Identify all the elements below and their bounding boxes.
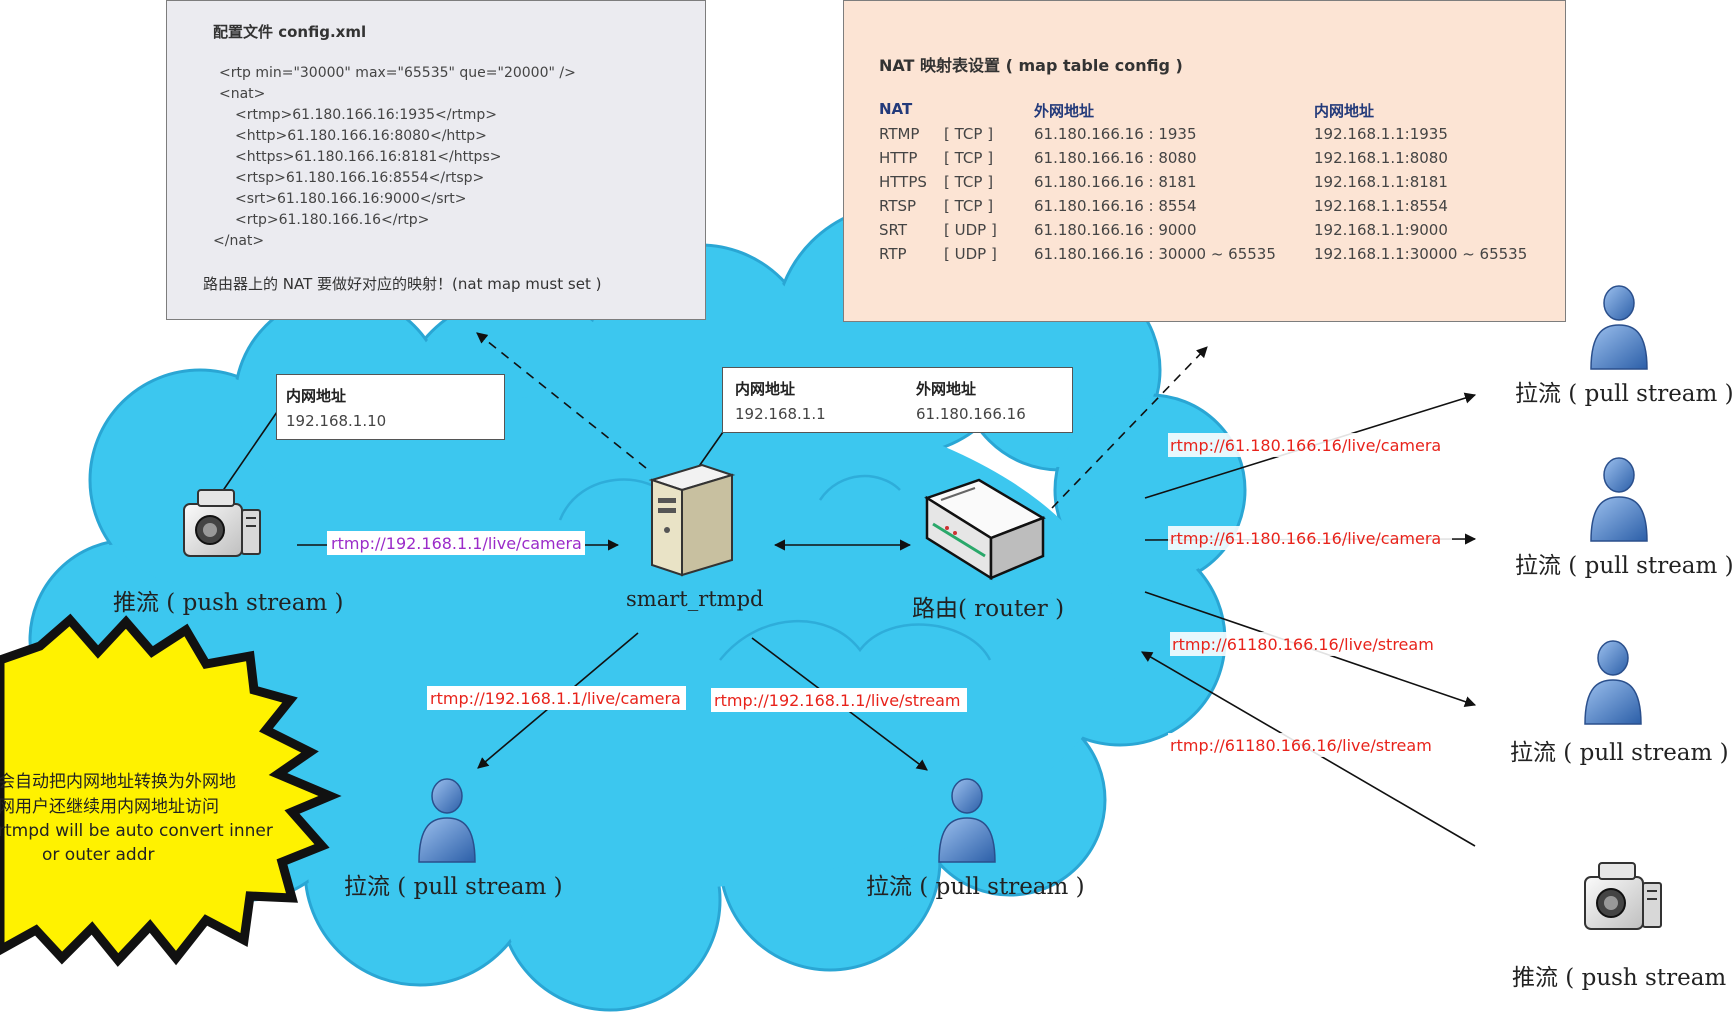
nat-proto: SRT [879,221,908,239]
person-icon [1590,457,1648,542]
nat-proto: HTTP [879,149,918,167]
nat-transport: [ UDP ] [944,245,997,263]
link-label-remote-4: rtmp://61180.166.16/live/stream [1170,736,1432,755]
node-label-pull-remote-1: 拉流 ( pull stream ) [1515,381,1734,407]
nat-external: 61.180.166.16 : 8080 [1034,149,1197,167]
burst-line-3: rtmpd will be auto convert inner [0,821,273,841]
nat-proto: HTTPS [879,173,927,191]
nat-internal: 192.168.1.1:9000 [1314,221,1448,239]
link-label-remote-1: rtmp://61.180.166.16/live/camera [1170,436,1441,455]
nat-internal: 192.168.1.1:1935 [1314,125,1448,143]
config-note: 路由器上的 NAT 要做好对应的映射！(nat map must set ) [203,275,602,293]
config-line: <srt>61.180.166.16:9000</srt> [235,191,467,207]
config-title: 配置文件 config.xml [213,23,367,41]
nat-table-panel: NAT 映射表设置 ( map table config ) NAT 外网地址 … [843,0,1566,322]
node-label-pull-local-1: 拉流 ( pull stream ) [344,874,563,900]
config-line: </nat> [213,233,265,249]
nat-internal: 192.168.1.1:30000 ~ 65535 [1314,245,1528,263]
nat-transport: [ TCP ] [944,125,994,143]
server-icon [648,463,736,577]
nat-proto: RTMP [879,125,920,143]
nat-external: 61.180.166.16 : 30000 ~ 65535 [1034,245,1276,263]
nat-transport: [ UDP ] [944,221,997,239]
camera-address-value: 192.168.1.10 [286,412,387,430]
person-icon [1590,285,1648,370]
nat-transport: [ TCP ] [944,197,994,215]
burst-line-4: or outer addr [42,845,154,865]
node-label-server: smart_rtmpd [626,587,763,611]
person-icon [1584,640,1642,725]
nat-header-nat: NAT [879,100,913,118]
nat-proto: RTP [879,245,907,263]
nat-external: 61.180.166.16 : 8181 [1034,173,1197,191]
nat-external: 61.180.166.16 : 9000 [1034,221,1197,239]
nat-internal: 192.168.1.1:8554 [1314,197,1448,215]
link-label-remote-2: rtmp://61.180.166.16/live/camera [1170,529,1441,548]
node-label-pull-remote-2: 拉流 ( pull stream ) [1515,553,1734,579]
burst-note: 会自动把内网地址转换为外网地 网用户还继续用内网地址访问 rtmpd will … [0,772,273,865]
nat-table-title: NAT 映射表设置 ( map table config ) [879,56,1183,75]
node-label-router: 路由( router ) [912,596,1064,622]
config-line: <rtmp>61.180.166.16:1935</rtmp> [235,107,497,123]
link-label-camera-to-server: rtmp://192.168.1.1/live/camera [331,534,582,553]
nat-internal: 192.168.1.1:8181 [1314,173,1448,191]
nat-transport: [ TCP ] [944,173,994,191]
config-line: <http>61.180.166.16:8080</http> [235,128,487,144]
link-label-server-pull-stream: rtmp://192.168.1.1/live/stream [714,691,961,710]
camera-address-box: 内网地址 192.168.1.10 [276,374,505,440]
nat-header-external: 外网地址 [1034,102,1095,120]
server-outer-value: 61.180.166.16 [916,405,1026,423]
nat-header-internal: 内网地址 [1314,102,1375,120]
server-address-box: 内网地址 192.168.1.1 外网地址 61.180.166.16 [722,367,1073,433]
link-label-server-pull-camera: rtmp://192.168.1.1/live/camera [430,689,681,708]
node-label-push-local: 推流 ( push stream ) [113,590,344,616]
node-label-pull-remote-3: 拉流 ( pull stream ) [1510,740,1729,766]
link-label-remote-3: rtmp://61180.166.16/live/stream [1172,635,1434,654]
server-outer-head: 外网地址 [916,380,977,398]
nat-transport: [ TCP ] [944,149,994,167]
config-line: <rtp>61.180.166.16</rtp> [235,212,430,228]
config-line: <nat> [219,86,266,102]
nat-external: 61.180.166.16 : 8554 [1034,197,1197,215]
burst-line-2: 网用户还继续用内网地址访问 [0,797,219,817]
config-panel: 配置文件 config.xml <rtp min="30000" max="65… [166,0,706,320]
server-inner-value: 192.168.1.1 [735,405,826,423]
nat-external: 61.180.166.16 : 1935 [1034,125,1197,143]
camera-address-head: 内网地址 [286,387,347,405]
node-label-push-remote: 推流 ( push stream ) [1512,965,1734,991]
node-label-pull-local-2: 拉流 ( pull stream ) [866,874,1085,900]
nat-proto: RTSP [879,197,917,215]
camera-icon [1584,862,1662,930]
burst-callout [0,613,342,967]
burst-line-1: 会自动把内网地址转换为外网地 [0,772,236,792]
nat-internal: 192.168.1.1:8080 [1314,149,1448,167]
config-line: <rtp min="30000" max="65535" que="20000"… [219,65,576,81]
config-line: <rtsp>61.180.166.16:8554</rtsp> [235,170,485,186]
router-icon [924,478,1046,581]
server-inner-head: 内网地址 [735,380,796,398]
config-line: <https>61.180.166.16:8181</https> [235,149,502,165]
